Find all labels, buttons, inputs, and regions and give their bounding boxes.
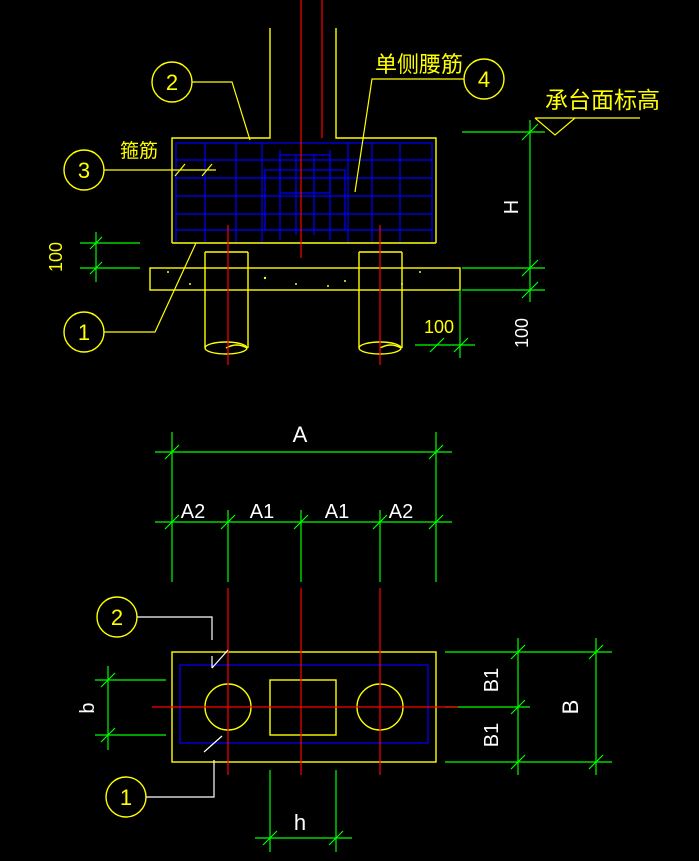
- dim-100-pile-label: 100: [424, 317, 454, 337]
- callout-1-top-number: 1: [78, 320, 90, 345]
- elevation-marker: [534, 117, 640, 136]
- section-view: 承台面标高 H 100 100 100 2 3 箍筋 4 单侧腰筋: [46, 0, 660, 365]
- plan-centerlines: [152, 588, 458, 775]
- cushion-layer: [149, 267, 461, 291]
- dim-b1-upper-label: B1: [481, 668, 503, 692]
- dim-a2-right-label: A2: [389, 501, 413, 523]
- cap-top-elevation-label: 承台面标高: [545, 88, 660, 114]
- callout-2-top: 2: [151, 61, 251, 141]
- dim-h-small-label: h: [294, 810, 306, 835]
- dim-100-left-label: 100: [46, 242, 66, 272]
- callout-1-top: 1: [63, 242, 197, 353]
- cushion-aggregate: [167, 271, 421, 287]
- dim-a2-left-label: A2: [181, 501, 205, 523]
- dim-h-label: H: [501, 200, 523, 214]
- callout-4-number: 4: [478, 67, 490, 92]
- dim-a1-left-label: A1: [250, 501, 274, 523]
- rebar-mesh: [175, 142, 433, 244]
- single-side-waist-bar-label: 单侧腰筋: [375, 53, 463, 78]
- callout-1-plan-number: 1: [120, 785, 132, 810]
- callout-4: 4: [354, 58, 505, 193]
- plan-dim-b-left: [95, 666, 166, 750]
- stirrup-label: 箍筋: [120, 140, 158, 162]
- section-centerlines: [227, 0, 381, 365]
- cap-outline: [171, 28, 437, 244]
- pile-left: [204, 251, 249, 355]
- dim-b-small-label: b: [77, 702, 99, 713]
- callout-2-top-number: 2: [166, 70, 178, 95]
- callout-3-number: 3: [78, 158, 90, 183]
- dim-a-label: A: [293, 422, 308, 447]
- dim-a1-right-label: A1: [325, 501, 349, 523]
- plan-dim-h-bottom: [255, 770, 352, 852]
- plan-dim-horizontal: [155, 432, 452, 582]
- plan-dim-vertical-right: [445, 638, 612, 775]
- section-dimensions: [80, 120, 545, 358]
- dim-b-label: B: [558, 700, 583, 715]
- dim-100-right-label: 100: [512, 318, 532, 348]
- dim-b1-lower-label: B1: [481, 723, 503, 747]
- callout-2-plan: 2: [96, 596, 229, 669]
- plan-rebar: [179, 664, 429, 744]
- callout-1-plan: 1: [105, 735, 223, 818]
- callout-2-plan-number: 2: [111, 605, 123, 630]
- plan-view: A A2 A1 A1 A2 B1 B1 B b: [77, 422, 612, 852]
- callout-3: 3: [63, 149, 216, 191]
